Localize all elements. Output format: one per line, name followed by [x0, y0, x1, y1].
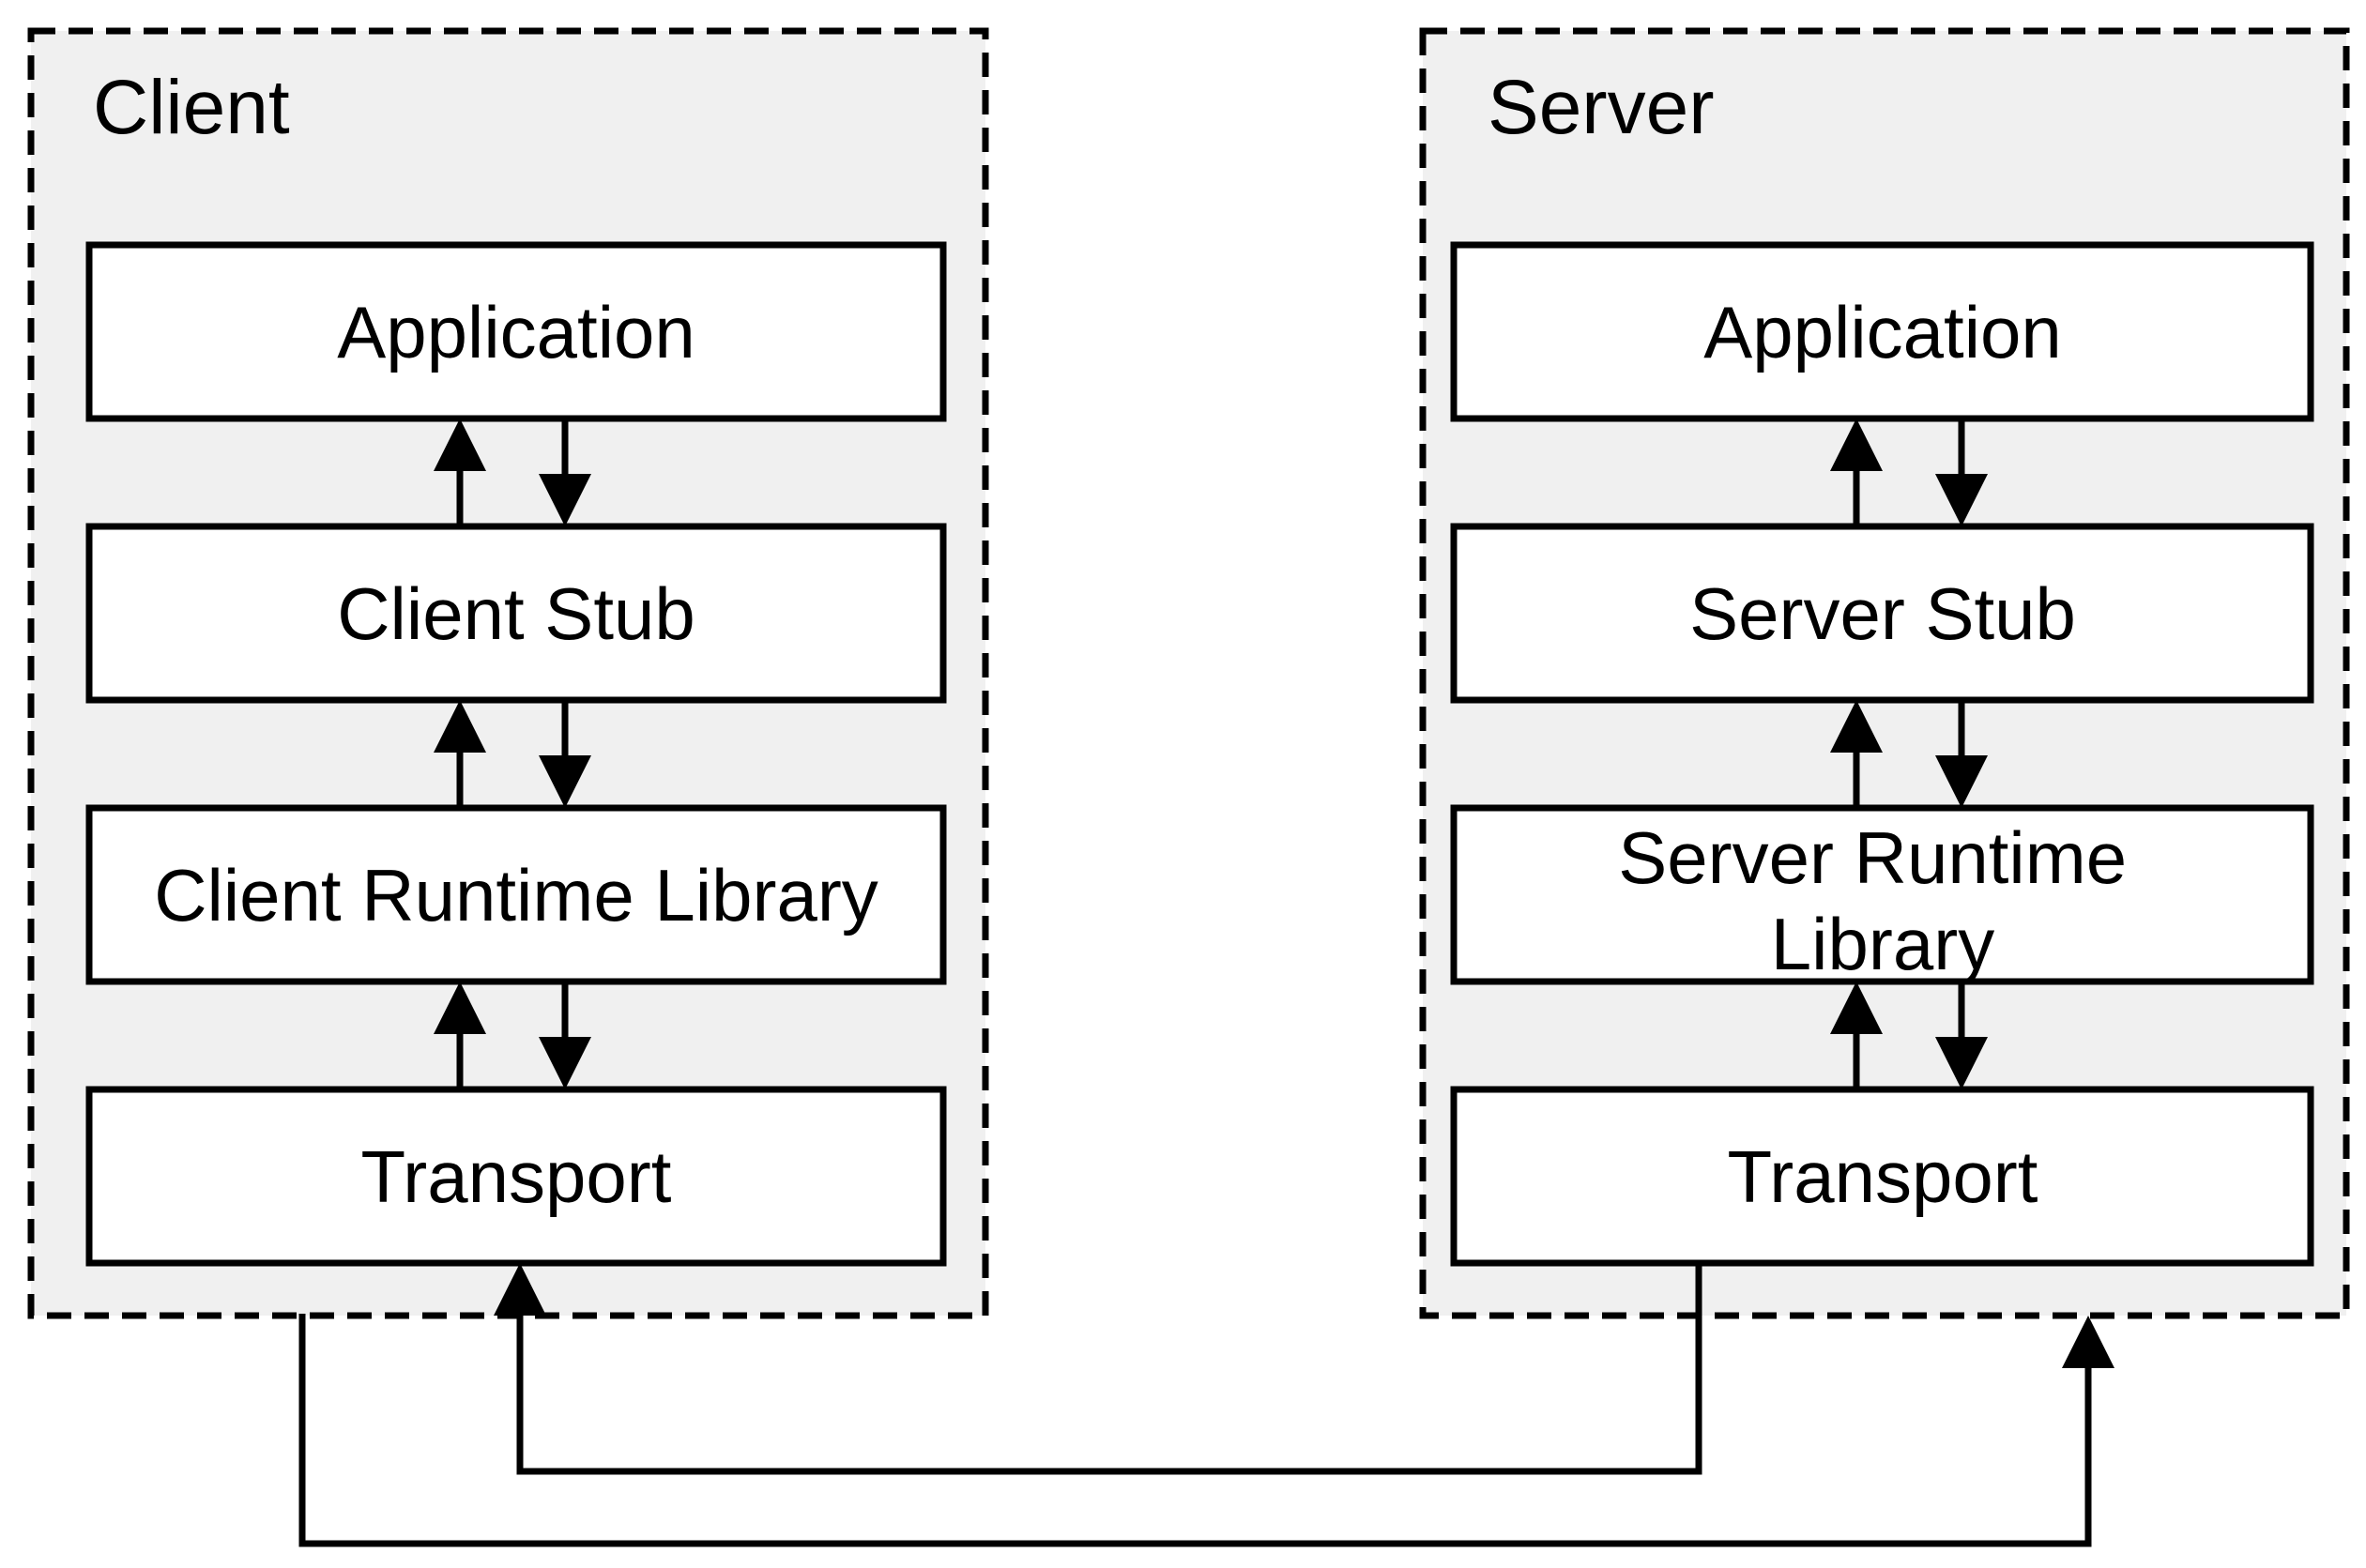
client-box-client-stub-label: Client Stub [337, 572, 695, 655]
client-box-client-runtime-library [85, 804, 947, 985]
up-arrowhead-icon [494, 1263, 546, 1316]
server-runtime-library-line2: Library [1771, 903, 1994, 985]
client-arrow-stub-to-runtime-down-icon [539, 700, 591, 808]
server-box-application [1450, 241, 2314, 422]
down-arrowhead-icon [1935, 1037, 1988, 1089]
client-arrow-runtime-to-transport-down-icon [539, 982, 591, 1089]
server-label: Server [1488, 65, 1715, 150]
client-box-application [85, 241, 947, 422]
client-arrow-stub-to-application-up-icon [434, 419, 486, 526]
up-arrowhead-icon [434, 982, 486, 1034]
client-arrow-application-to-stub-down-icon [539, 419, 591, 526]
edge-server-to-client-line [516, 1263, 1702, 1475]
edge-client-to-server-line [298, 1314, 2092, 1547]
edge-server-transport-to-client-transport [494, 1263, 1702, 1475]
client-box-transport-label: Transport [361, 1135, 672, 1218]
down-arrowhead-icon [539, 1037, 591, 1089]
down-arrowhead-icon [539, 755, 591, 808]
server-arrow-runtime-to-stub-up-icon [1830, 700, 1883, 808]
down-arrowhead-icon [539, 474, 591, 526]
edge-client-to-server [298, 1314, 2114, 1547]
server-box-server-stub-label: Server Stub [1689, 572, 2076, 655]
client-arrow-runtime-to-stub-up-icon [434, 700, 486, 808]
server-arrow-transport-to-runtime-up-icon [1830, 982, 1883, 1089]
client-arrow-transport-to-runtime-up-icon [434, 982, 486, 1089]
server-runtime-library-line1: Server Runtime [1618, 816, 2127, 899]
client-box-application-label: Application [337, 291, 695, 373]
server-arrow-runtime-to-transport-down-icon [1935, 982, 1988, 1089]
server-box-server-stub [1450, 523, 2314, 704]
client-box-client-stub [85, 523, 947, 704]
up-arrowhead-icon [1830, 700, 1883, 753]
up-arrowhead-icon [1830, 419, 1883, 471]
server-box-server-runtime-library-label: Server Runtime Library [1618, 816, 2147, 985]
client-label: Client [93, 65, 290, 150]
down-arrowhead-icon [1935, 474, 1988, 526]
client-box-client-runtime-library-label: Client Runtime Library [154, 854, 878, 936]
server-box-application-label: Application [1703, 291, 2062, 373]
server-box-server-runtime-library [1450, 804, 2314, 985]
server-arrow-application-to-stub-down-icon [1935, 419, 1988, 526]
up-arrowhead-icon [434, 700, 486, 753]
client-box-transport [85, 1086, 947, 1267]
server-box-transport-label: Transport [1728, 1135, 2038, 1218]
server-box-transport [1450, 1086, 2314, 1267]
server-arrow-stub-to-runtime-down-icon [1935, 700, 1988, 808]
down-arrowhead-icon [1935, 755, 1988, 808]
up-arrowhead-icon [1830, 982, 1883, 1034]
server-arrow-stub-to-application-up-icon [1830, 419, 1883, 526]
up-arrowhead-icon [2062, 1316, 2114, 1368]
up-arrowhead-icon [434, 419, 486, 471]
